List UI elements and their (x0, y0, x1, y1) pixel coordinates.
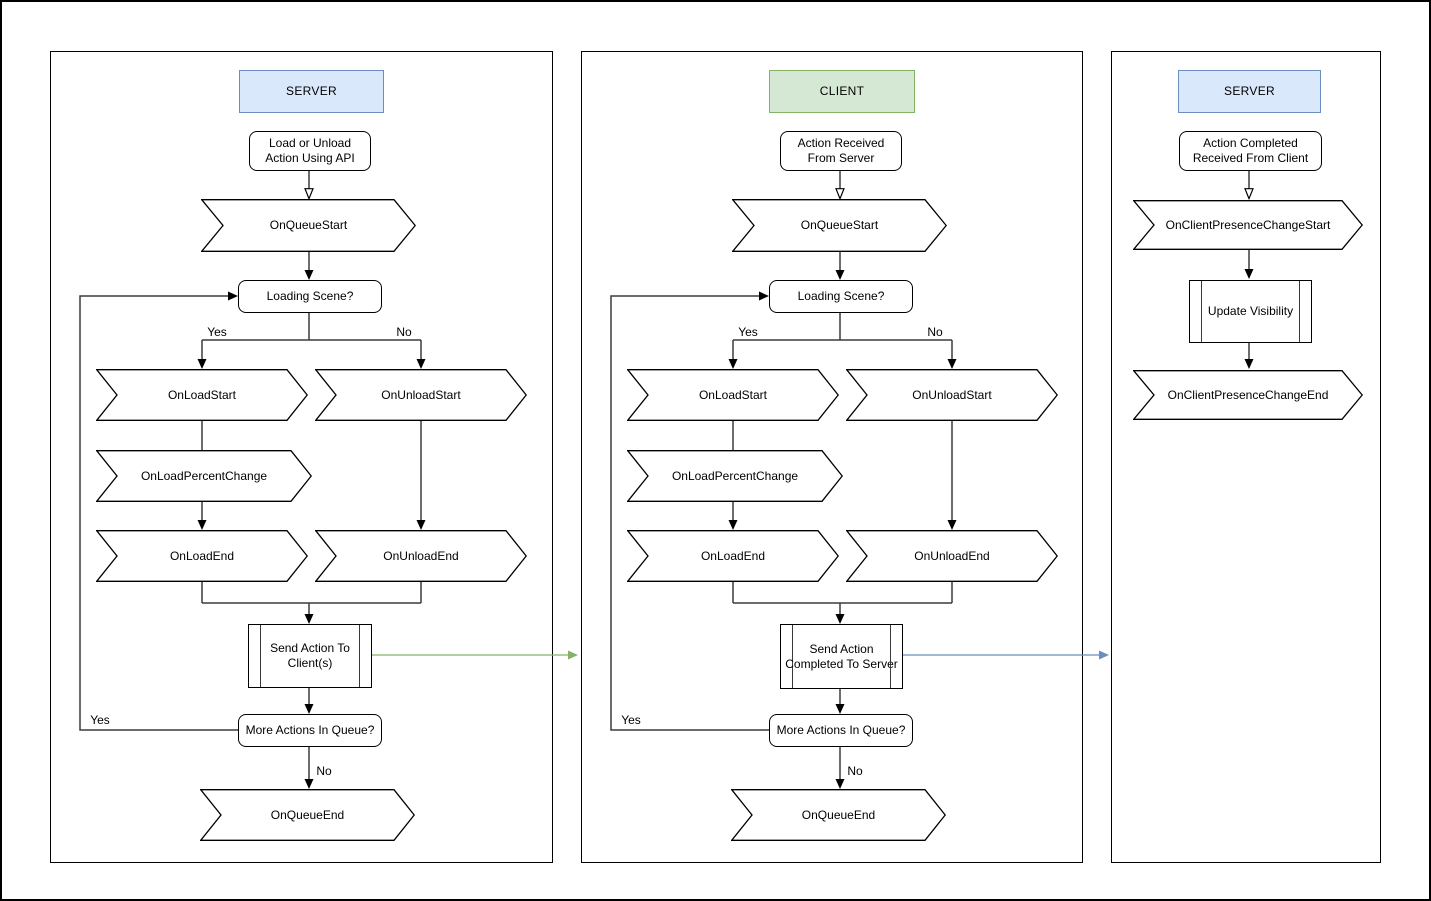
node-label: OnQueueEnd (270, 807, 345, 822)
node-loading-scene-client: Loading Scene? (769, 280, 913, 313)
node-label: OnLoadEnd (169, 548, 235, 563)
node-label: Loading Scene? (797, 289, 885, 303)
node-onclientpresencechangestart: OnClientPresenceChangeStart (1133, 200, 1363, 250)
step-shape (732, 199, 947, 252)
header-server-right: SERVER (1178, 70, 1321, 113)
step-shape (627, 530, 839, 582)
node-label: OnClientPresenceChangeEnd (1167, 387, 1329, 402)
node-onunloadstart-client: OnUnloadStart (846, 369, 1058, 421)
node-action-received-from-server: Action Received From Server (780, 131, 902, 171)
node-onloadpercentchange-server: OnLoadPercentChange (96, 450, 312, 502)
node-onloadend-client: OnLoadEnd (627, 530, 839, 582)
node-onloadpercentchange-client: OnLoadPercentChange (627, 450, 843, 502)
node-label: Send Action To Client(s) (270, 641, 350, 670)
node-onqueueend-client: OnQueueEnd (731, 789, 946, 841)
node-label: OnLoadPercentChange (140, 468, 268, 483)
node-label: OnUnloadEnd (383, 548, 459, 563)
node-label: Loading Scene? (266, 289, 354, 303)
edge-label-loop-yes-client: Yes (619, 713, 643, 727)
edge-label-yes-server: Yes (205, 325, 229, 339)
step-shape (846, 530, 1058, 582)
node-onloadstart-client: OnLoadStart (627, 369, 839, 421)
node-label: OnQueueEnd (801, 807, 876, 822)
node-onunloadend-client: OnUnloadEnd (846, 530, 1058, 582)
node-onunloadstart-server: OnUnloadStart (315, 369, 527, 421)
node-loading-scene-server: Loading Scene? (238, 280, 382, 313)
node-label: OnLoadStart (698, 387, 768, 402)
header-label: CLIENT (819, 84, 865, 98)
edge-loop-yes-server (79, 291, 238, 731)
node-label: OnLoadEnd (700, 548, 766, 563)
node-label: OnClientPresenceChangeStart (1165, 217, 1331, 232)
step-shape (315, 530, 527, 582)
step-shape (1133, 200, 1363, 250)
step-shape (627, 369, 839, 421)
node-label: OnUnloadStart (381, 387, 461, 402)
step-shape (96, 450, 312, 502)
node-onloadend-server: OnLoadEnd (96, 530, 308, 582)
node-load-or-unload-action: Load or Unload Action Using API (249, 131, 371, 171)
step-shape (1133, 370, 1363, 420)
edge-label-end-no-server: No (314, 764, 334, 778)
header-client: CLIENT (769, 70, 915, 113)
node-label: OnQueueStart (800, 218, 879, 232)
header-server-left: SERVER (239, 70, 384, 113)
step-shape (627, 450, 843, 502)
step-shape (96, 369, 308, 421)
node-update-visibility: Update Visibility (1189, 280, 1312, 343)
node-action-completed-received: Action Completed Received From Client (1179, 131, 1322, 171)
node-label: OnLoadPercentChange (671, 468, 799, 483)
panel-server-right (1111, 51, 1381, 863)
node-label: OnUnloadStart (912, 387, 992, 402)
node-more-actions-client: More Actions In Queue? (769, 714, 913, 747)
step-shape (846, 369, 1058, 421)
node-label: OnQueueStart (269, 218, 348, 232)
step-shape (731, 789, 946, 841)
edge-loop-yes-client (610, 291, 769, 731)
node-more-actions-server: More Actions In Queue? (238, 714, 382, 747)
step-shape (96, 530, 308, 582)
edge-label-loop-yes-server: Yes (88, 713, 112, 727)
node-onloadstart-server: OnLoadStart (96, 369, 308, 421)
node-label: Action Completed Received From Client (1192, 136, 1309, 165)
edge-label-end-no-client: No (845, 764, 865, 778)
step-shape (201, 199, 416, 252)
node-onqueueend-server: OnQueueEnd (200, 789, 415, 841)
node-onqueuestart-client: OnQueueStart (732, 199, 947, 252)
edge-label-yes-client: Yes (736, 325, 760, 339)
node-send-action-to-clients: Send Action To Client(s) (248, 624, 372, 688)
node-onqueuestart-server: OnQueueStart (201, 199, 416, 252)
node-label: Update Visibility (1207, 304, 1294, 318)
header-label: SERVER (286, 84, 337, 98)
panel-client (581, 51, 1083, 863)
node-label: Load or Unload Action Using API (265, 136, 355, 165)
header-label: SERVER (1224, 84, 1275, 98)
panel-server-left (50, 51, 553, 863)
step-shape (315, 369, 527, 421)
node-onunloadend-server: OnUnloadEnd (315, 530, 527, 582)
node-label: OnUnloadEnd (914, 548, 990, 563)
node-onclientpresencechangeend: OnClientPresenceChangeEnd (1133, 370, 1363, 420)
step-shape (200, 789, 415, 841)
node-label: More Actions In Queue? (776, 723, 906, 737)
node-label: Action Received From Server (797, 136, 885, 165)
edge-label-no-client: No (925, 325, 945, 339)
node-label: OnLoadStart (167, 387, 237, 402)
node-label: Send Action Completed To Server (785, 641, 898, 671)
node-label: More Actions In Queue? (245, 723, 375, 737)
node-send-action-completed-to-server: Send Action Completed To Server (780, 624, 903, 689)
edge-label-no-server: No (394, 325, 414, 339)
